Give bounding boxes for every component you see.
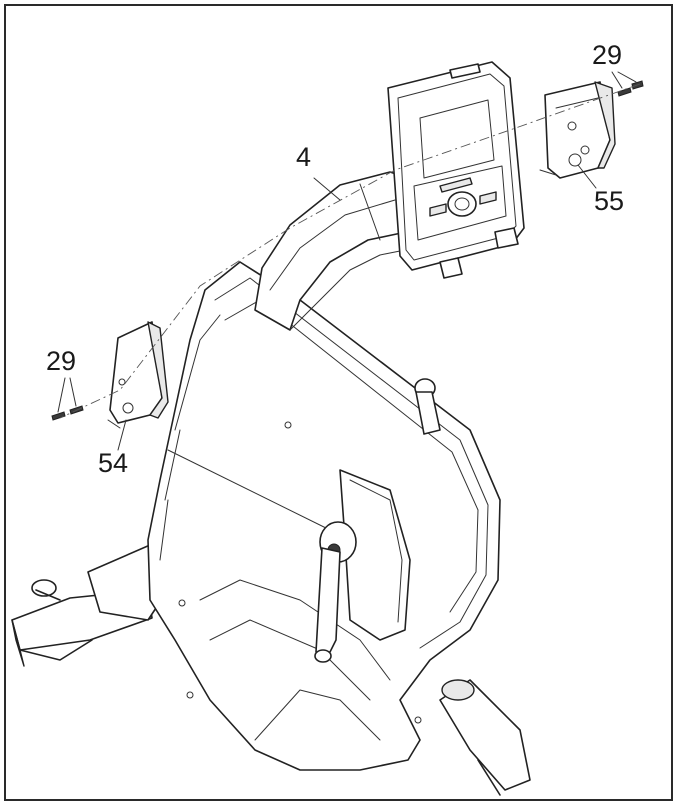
cover-part-54 xyxy=(107,321,169,429)
label-part-29-right: 29 xyxy=(592,40,623,70)
label-part-29-left: 29 xyxy=(46,346,77,376)
label-leaders xyxy=(57,71,637,451)
screw-pair-left xyxy=(51,405,84,421)
label-part-55: 55 xyxy=(594,186,625,216)
crank-arm xyxy=(314,521,357,663)
label-part-4: 4 xyxy=(296,142,312,172)
main-frame-body xyxy=(147,261,501,771)
screw-pair-right xyxy=(617,80,644,97)
rear-tube xyxy=(439,679,531,796)
frame-arm-part-4 xyxy=(254,171,409,331)
handle-post xyxy=(414,378,441,435)
console-display xyxy=(387,61,525,279)
cover-part-55 xyxy=(539,81,616,179)
label-part-54: 54 xyxy=(98,448,129,478)
base-foot xyxy=(11,544,169,667)
